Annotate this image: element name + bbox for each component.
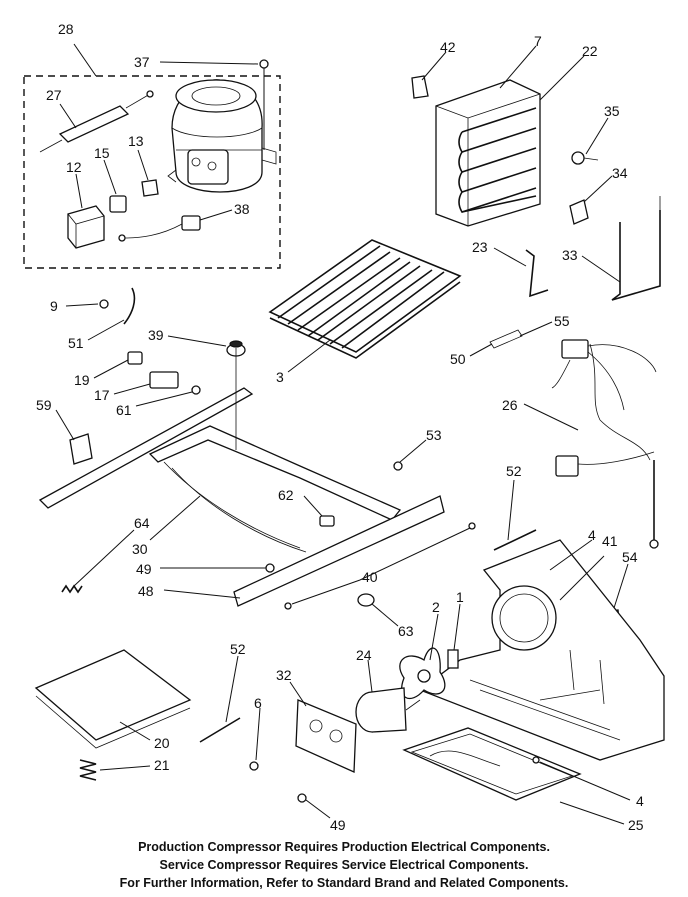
callout-38: 38 [234, 201, 250, 217]
heater-33 [611, 196, 661, 301]
callout-1: 1 [456, 589, 464, 605]
clip-50 [489, 329, 523, 349]
screw-40b [468, 522, 476, 530]
callout-49-lower: 49 [330, 817, 346, 833]
callout-54: 54 [622, 549, 638, 565]
callout-42: 42 [440, 39, 456, 55]
callout-4-upper: 4 [588, 527, 596, 543]
compressor [167, 79, 277, 193]
screw-37 [259, 59, 269, 150]
callout-37: 37 [134, 54, 150, 70]
callout-21: 21 [154, 757, 170, 773]
clip-42 [411, 75, 429, 99]
part-63 [357, 593, 375, 607]
note-further-info: For Further Information, Refer to Standa… [119, 876, 569, 890]
bracket-32 [295, 699, 357, 773]
base-rails [38, 348, 445, 607]
part-61 [191, 385, 201, 395]
fan-motor-24 [355, 687, 421, 733]
screw-53 [393, 461, 403, 471]
harness-38 [118, 215, 201, 242]
callout-40: 40 [362, 569, 378, 585]
callout-32: 32 [276, 667, 292, 683]
condenser-coil [268, 239, 462, 359]
callout-41: 41 [602, 533, 618, 549]
callout-55: 55 [554, 313, 570, 329]
screw-40a [284, 602, 292, 610]
part-35 [571, 151, 599, 165]
callout-51: 51 [68, 335, 84, 351]
compressor-kit-box [23, 75, 281, 269]
callout-15: 15 [94, 145, 110, 161]
bracket-23 [525, 249, 549, 298]
note-production: Production Compressor Requires Productio… [138, 840, 550, 854]
callout-53: 53 [426, 427, 442, 443]
screw-52 [493, 529, 537, 551]
callout-34: 34 [612, 165, 628, 181]
callout-19: 19 [74, 372, 90, 388]
callout-22: 22 [582, 43, 598, 59]
pan-20 [34, 649, 192, 749]
spring-21 [79, 759, 97, 781]
screw-49-lower [297, 793, 307, 803]
callout-64: 64 [134, 515, 150, 531]
clip-15 [109, 195, 127, 213]
callout-20: 20 [154, 735, 170, 751]
relay-12 [67, 205, 105, 249]
callout-33: 33 [562, 247, 578, 263]
callout-24: 24 [356, 647, 372, 663]
callout-4-lower: 4 [636, 793, 644, 809]
screw-49 [265, 563, 275, 573]
callout-63: 63 [398, 623, 414, 639]
part-17 [149, 371, 179, 389]
part-59 [69, 433, 93, 465]
callout-26: 26 [502, 397, 518, 413]
fan-bracket-41 [418, 539, 665, 761]
overload-tube [39, 90, 154, 153]
callout-28: 28 [58, 21, 74, 37]
callout-39: 39 [148, 327, 164, 343]
tube-51 [123, 287, 136, 325]
callout-61: 61 [116, 402, 132, 418]
callout-52: 52 [506, 463, 522, 479]
spring-64 [61, 584, 83, 594]
evaporator-cover [435, 79, 541, 227]
part-34 [569, 199, 589, 225]
screw-6 [249, 761, 259, 771]
callout-49: 49 [136, 561, 152, 577]
screw-4b [532, 756, 540, 764]
part-19 [127, 351, 143, 365]
callout-25: 25 [628, 817, 644, 833]
note-service: Service Compressor Requires Service Elec… [159, 858, 529, 872]
callout-3: 3 [276, 369, 284, 385]
callout-48: 48 [138, 583, 154, 599]
part-9 [99, 299, 109, 309]
part-1 [447, 649, 459, 669]
callout-30: 30 [132, 541, 148, 557]
callout-17: 17 [94, 387, 110, 403]
callout-62: 62 [278, 487, 294, 503]
callout-27: 27 [46, 87, 62, 103]
callout-9: 9 [50, 298, 58, 314]
callout-12: 12 [66, 159, 82, 175]
callout-52-lower: 52 [230, 641, 246, 657]
callout-59: 59 [36, 397, 52, 413]
terminal-13 [141, 179, 159, 197]
part-62 [319, 515, 335, 527]
callout-2: 2 [432, 599, 440, 615]
callout-35: 35 [604, 103, 620, 119]
callout-7: 7 [534, 33, 542, 49]
fan-blade-2 [399, 647, 446, 700]
callout-6: 6 [254, 695, 262, 711]
wiring-harness-26 [551, 339, 659, 549]
callout-23: 23 [472, 239, 488, 255]
screw-52-lower [199, 717, 241, 743]
evaporator-coils [458, 107, 537, 213]
callout-50: 50 [450, 351, 466, 367]
callout-13: 13 [128, 133, 144, 149]
footnotes: Production Compressor Requires Productio… [0, 838, 688, 892]
